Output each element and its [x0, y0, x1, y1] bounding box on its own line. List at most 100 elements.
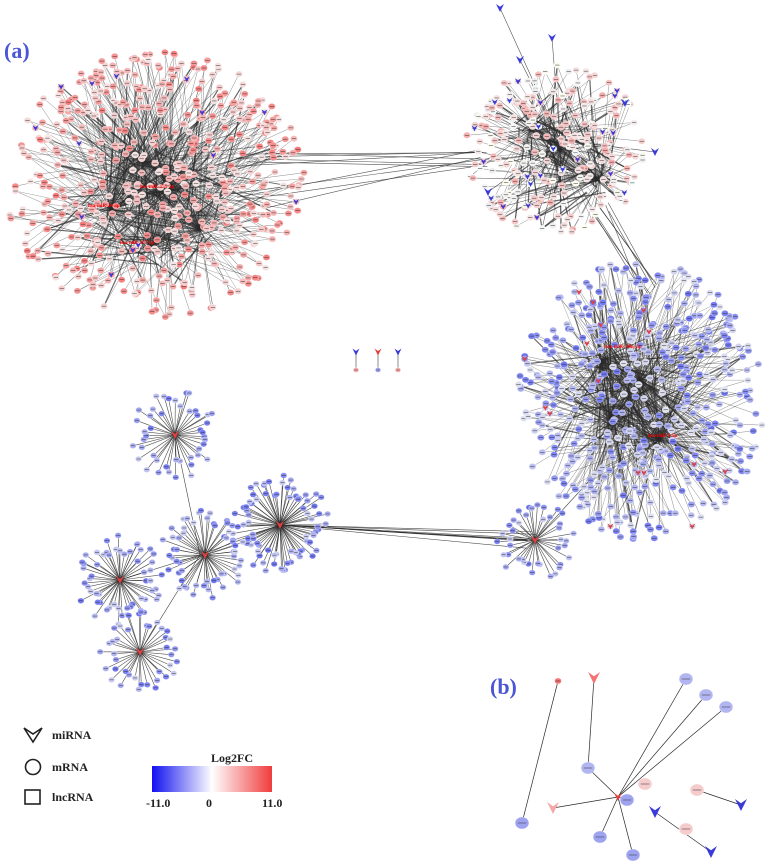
- network-edge: [599, 97, 626, 181]
- network-edge: [503, 179, 601, 207]
- network-edge: [139, 651, 158, 681]
- network-edge: [91, 575, 121, 581]
- network-edge: [639, 379, 687, 479]
- network-edge: [139, 612, 142, 653]
- network-edge: [204, 554, 218, 580]
- network-edge: [598, 379, 641, 518]
- network-edge: [80, 579, 121, 602]
- network-edge: [139, 651, 148, 685]
- network-edge: [115, 651, 141, 660]
- network-edge: [584, 179, 601, 228]
- network-edge: [512, 530, 536, 541]
- network-edge: [184, 229, 201, 283]
- network-edge: [499, 7, 561, 141]
- network-edge: [191, 229, 201, 291]
- network-edge: [186, 518, 206, 556]
- network-edge: [158, 434, 176, 473]
- network-edge: [279, 524, 303, 551]
- network-edge: [204, 541, 234, 556]
- network-edge: [109, 86, 114, 211]
- network-edge: [84, 579, 121, 584]
- network-edge: [168, 434, 176, 473]
- network-edge: [169, 189, 199, 276]
- network-edge: [77, 229, 201, 292]
- network-edge: [172, 554, 206, 559]
- network-edge: [653, 333, 661, 393]
- network-edge: [534, 539, 556, 575]
- network-edge: [152, 408, 176, 436]
- network-edge: [204, 554, 235, 570]
- network-edge: [139, 647, 167, 653]
- network-edge: [60, 111, 111, 211]
- network-edge: [122, 86, 138, 196]
- network-edge: [132, 434, 176, 447]
- network-edge: [599, 104, 631, 181]
- network-edge: [557, 365, 611, 421]
- network-edge: [138, 409, 176, 436]
- network-edge: [139, 159, 227, 224]
- network-edge: [168, 398, 176, 436]
- network-edge: [174, 429, 201, 436]
- network-edge: [119, 579, 131, 607]
- network-edge: [204, 554, 239, 583]
- network-edge: [497, 539, 536, 542]
- network-edge: [602, 302, 641, 381]
- network-edge: [510, 539, 536, 546]
- network-edge: [119, 548, 151, 581]
- network-edge: [174, 422, 208, 436]
- network-edge: [169, 189, 297, 203]
- network-edge: [204, 554, 241, 561]
- network-edge: [119, 549, 141, 581]
- network-edge: [174, 434, 192, 458]
- network-edge: [161, 413, 176, 436]
- network-edge: [542, 439, 661, 453]
- network-edge: [139, 651, 171, 666]
- network-edge: [139, 651, 177, 662]
- network-edge: [534, 539, 561, 565]
- network-edge: [234, 513, 281, 526]
- network-edge: [279, 524, 317, 551]
- network-edge: [174, 392, 190, 436]
- network-edge: [183, 518, 206, 556]
- network-edge: [142, 229, 201, 259]
- network-edge: [279, 497, 322, 526]
- network-edge: [204, 525, 216, 556]
- network-edge: [235, 158, 482, 165]
- network-edge: [599, 796, 619, 838]
- network-edge: [593, 369, 607, 449]
- network-edge: [279, 524, 313, 557]
- network-edge: [139, 651, 160, 672]
- network-edge: [617, 706, 727, 798]
- network-edge: [89, 578, 121, 581]
- network-edge: [171, 527, 206, 556]
- network-edge: [200, 510, 206, 556]
- network-edge: [155, 396, 176, 436]
- network-edge: [139, 638, 171, 653]
- network-edge: [534, 504, 538, 541]
- network-edge: [524, 129, 531, 208]
- network-edge: [89, 249, 151, 281]
- network-edge: [74, 137, 111, 211]
- network-edge: [90, 579, 121, 592]
- network-edge: [169, 80, 187, 191]
- network-edge: [608, 345, 749, 366]
- network-edge: [119, 579, 128, 609]
- network-edge: [279, 524, 292, 563]
- network-edge: [639, 281, 695, 381]
- network-edge: [531, 508, 536, 541]
- network-edge: [279, 513, 320, 526]
- network-edge: [609, 419, 621, 523]
- network-edge: [174, 434, 181, 462]
- network-edge: [106, 579, 121, 611]
- network-edge: [139, 630, 168, 653]
- network-edge: [139, 651, 156, 689]
- network-edge: [609, 304, 715, 421]
- network-edge: [248, 522, 281, 526]
- network-edge: [96, 552, 121, 581]
- network-edge: [279, 524, 296, 553]
- network-edge: [609, 419, 617, 532]
- network-edge: [139, 159, 268, 205]
- network-edge: [534, 513, 563, 541]
- network-edge: [597, 356, 743, 432]
- network-edge: [146, 434, 176, 470]
